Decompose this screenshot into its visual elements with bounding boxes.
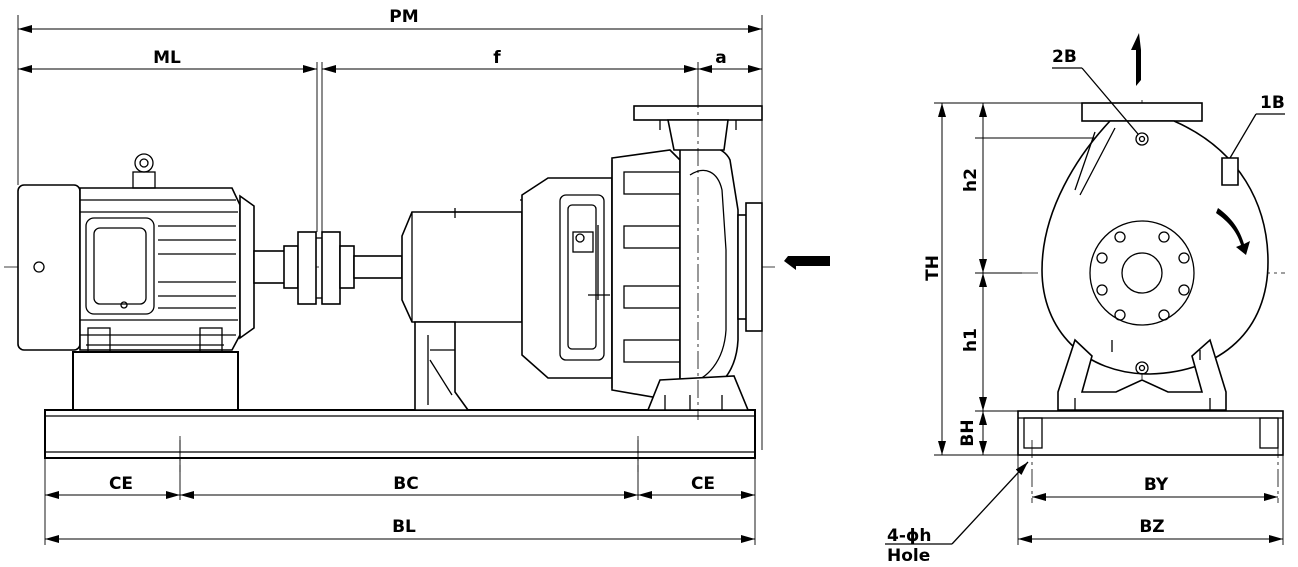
- coupling: [283, 231, 355, 305]
- by-label: BY: [1144, 475, 1169, 495]
- bc-label: BC: [393, 474, 418, 494]
- discharge-flow-arrow-icon: [1131, 33, 1141, 86]
- suction-size-callout: 1B: [1229, 93, 1285, 159]
- h2-label: h2: [961, 168, 981, 192]
- h1-label: h1: [961, 328, 981, 352]
- pm-dimension: PM: [18, 7, 762, 33]
- f-label: f: [493, 48, 501, 68]
- a-dimension: a: [698, 48, 762, 73]
- volute-casing: [633, 90, 763, 420]
- bearing-housing: [401, 199, 548, 411]
- suction-size-label: 1B: [1260, 93, 1285, 113]
- h2-dimension: h2: [961, 103, 987, 273]
- base-front: [1017, 410, 1284, 545]
- f-dimension: f: [322, 48, 698, 73]
- th-label: TH: [923, 255, 943, 281]
- ml-label: ML: [153, 48, 181, 68]
- side-view: PM ML f a: [4, 7, 830, 545]
- bh-dimension: BH: [958, 411, 987, 455]
- holes-count-label: 4-ϕh: [887, 526, 932, 546]
- bz-dimension: BZ: [1018, 517, 1283, 543]
- casing-cover: [611, 149, 681, 401]
- th-dimension: TH: [923, 103, 946, 455]
- bz-label: BZ: [1139, 517, 1164, 537]
- bc-dimension: BC: [180, 474, 638, 499]
- discharge-size-label: 2B: [1052, 47, 1077, 67]
- holes-word-label: Hole: [887, 546, 930, 566]
- pump-bracket: [521, 177, 613, 379]
- discharge-size-callout: 2B: [1052, 47, 1139, 135]
- a-label: a: [715, 48, 726, 68]
- pump-volute-front: [1041, 120, 1269, 375]
- bl-dimension: BL: [45, 517, 755, 543]
- bh-label: BH: [958, 419, 978, 446]
- bl-label: BL: [392, 517, 416, 537]
- pm-label: PM: [389, 7, 418, 27]
- motor-shaft: [253, 250, 287, 284]
- rotation-direction-arrow-icon: [1216, 208, 1250, 255]
- discharge-flange: [1081, 102, 1203, 122]
- ce-left-label: CE: [109, 474, 133, 494]
- pump-shaft: [353, 255, 403, 279]
- ce-left-dimension: CE: [45, 474, 180, 499]
- ce-right-dimension: CE: [638, 474, 755, 499]
- by-dimension: BY: [1032, 475, 1278, 501]
- motor-pedestal: [72, 351, 239, 411]
- suction-flow-arrow-icon: [784, 256, 830, 270]
- h1-dimension: h1: [961, 273, 987, 411]
- base-plate: [44, 409, 756, 472]
- ce-right-label: CE: [691, 474, 715, 494]
- front-view: TH h2 h1 BH: [885, 33, 1285, 566]
- ml-dimension: ML: [18, 48, 317, 73]
- motor: [17, 153, 255, 353]
- mounting-holes-callout: 4-ϕh Hole: [885, 461, 1029, 566]
- cover-bolts: [1096, 231, 1190, 321]
- pump-feet-front: [1057, 338, 1227, 411]
